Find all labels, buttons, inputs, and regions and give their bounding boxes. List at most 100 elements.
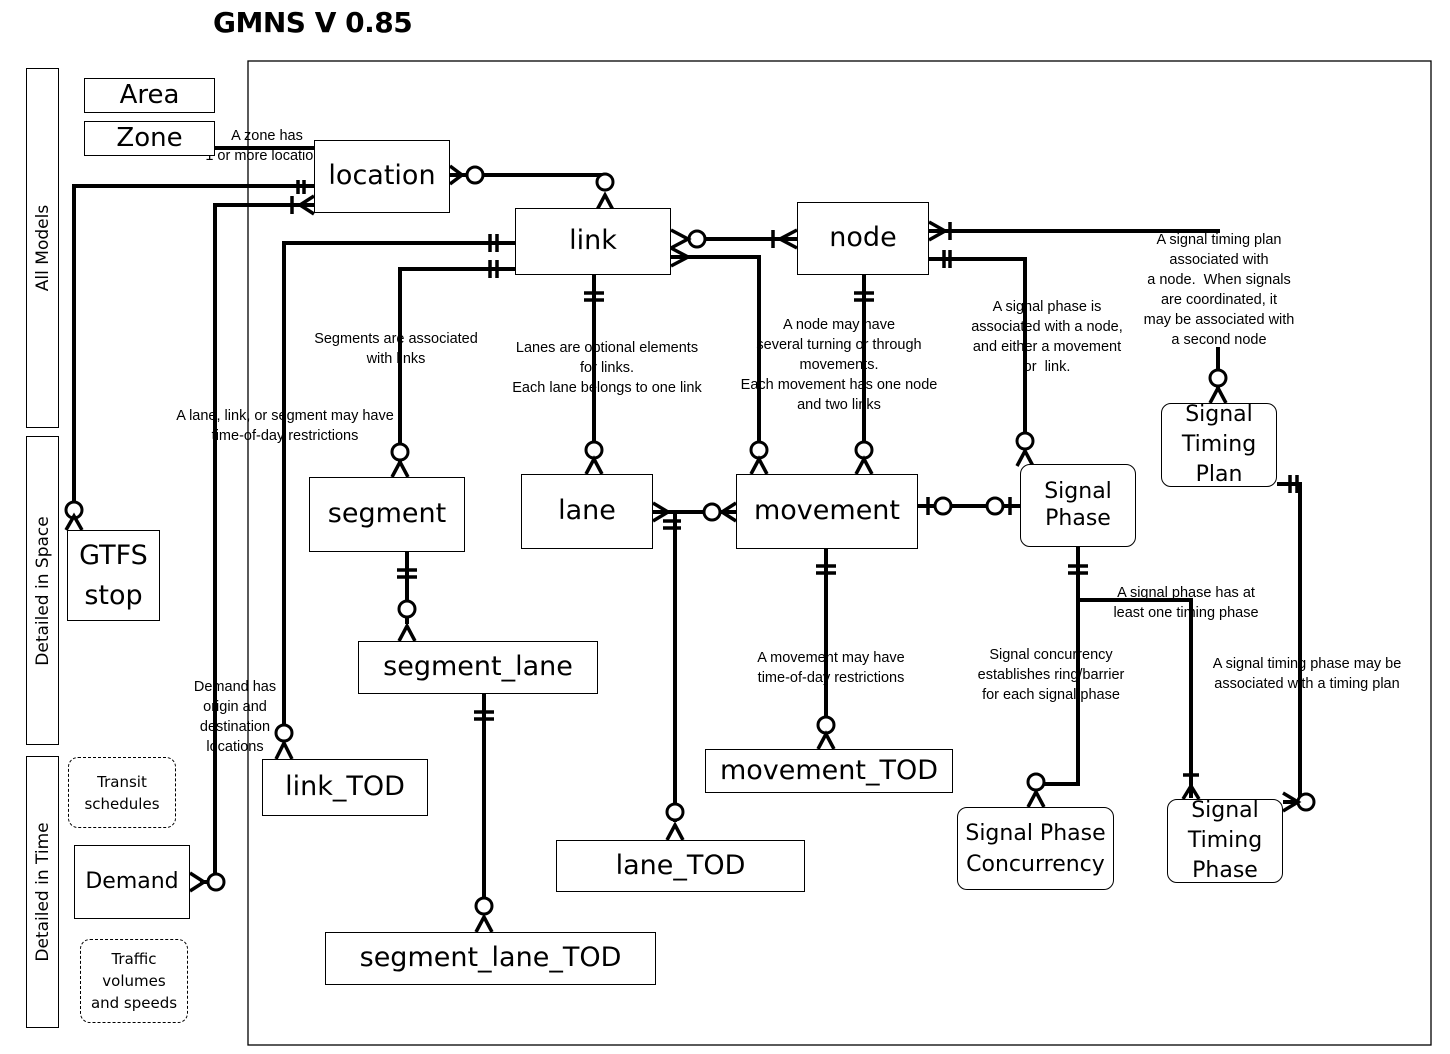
- band-detailed-in-time-label: Detailed in Time: [32, 822, 53, 962]
- line-signalphase-concurrency: [1036, 547, 1080, 786]
- mark-bar-link-left1: [488, 234, 499, 252]
- mark-crow-segmentlane-top: [397, 622, 417, 642]
- mark-bar-segment-bottom: [397, 568, 417, 579]
- main-diagram-frame: [247, 60, 1432, 1046]
- note-timing-plan-association: A signal timing plan associated with a n…: [1143, 232, 1295, 348]
- mark-bar-movement-bottom: [816, 564, 836, 575]
- mark-crow-timingplan-top: [1208, 384, 1228, 404]
- band-detailed-in-time: Detailed in Time: [26, 756, 59, 1028]
- mark-crow-gtfs-top: [64, 512, 84, 531]
- mark-crow-location-right: [448, 164, 465, 186]
- mark-crow-link-right: [670, 228, 692, 250]
- cardinality-marks: [64, 164, 1316, 933]
- mark-bar-timingplan-right: [1288, 475, 1299, 493]
- zero-mark-link-top: [595, 172, 615, 192]
- mark-crow-signalphase-top: [1015, 447, 1035, 467]
- entity-area: Area: [84, 78, 215, 113]
- zero-mark-segment-top: [390, 442, 410, 462]
- entity-signal-timing-plan: Signal Timing Plan: [1161, 402, 1277, 487]
- entity-movement: movement: [736, 474, 918, 549]
- mark-crow-movement-tl: [749, 455, 769, 475]
- zero-mark-segtod-top: [474, 896, 494, 916]
- line-link-segment: [398, 267, 515, 462]
- mark-crow-linktod-top: [274, 739, 294, 760]
- band-all-models-label: All Models: [32, 204, 53, 292]
- note-segments-links: Segments are associated with links: [314, 331, 478, 367]
- zero-mark-timingplan-top: [1208, 368, 1228, 388]
- note-demand-locations: Demand has origin and destination locati…: [193, 679, 277, 755]
- entity-location: location: [314, 140, 450, 213]
- zero-mark-segmentlane-top: [397, 599, 417, 619]
- mark-crow-movement-left: [718, 501, 737, 523]
- mark-crow-segtod-top: [474, 913, 494, 933]
- entity-signal-phase-concurrency: Signal Phase Concurrency: [957, 807, 1114, 890]
- zero-mark-signalphase-top: [1015, 431, 1035, 451]
- entity-segment-lane-tod: segment_lane_TOD: [325, 932, 656, 985]
- diagram-title: GMNS V 0.85: [213, 6, 413, 39]
- band-detailed-in-space: Detailed in Space: [26, 436, 59, 745]
- mark-crow-node-right: [928, 220, 949, 242]
- mark-bar-node-right: [942, 222, 952, 268]
- entity-lane-tod: lane_TOD: [556, 840, 805, 892]
- note-movement-tod: A movement may have time-of-day restrict…: [757, 650, 905, 686]
- line-link-movement: [671, 255, 761, 462]
- mark-crow-node-left: [776, 228, 798, 250]
- line-signalphase-timingphase: [1078, 598, 1193, 798]
- note-signal-phase-association: A signal phase is associated with a node…: [971, 299, 1123, 375]
- entity-transit-schedules: Transit schedules: [68, 757, 176, 828]
- note-timing-phase-plan: A signal timing phase may be associated …: [1212, 656, 1402, 692]
- zero-mark-movement-left: [702, 502, 722, 522]
- mark-crow-concurrency-top: [1026, 788, 1046, 808]
- line-link-linktod: [282, 241, 515, 740]
- zero-mark-lanetod-top: [665, 802, 685, 822]
- note-phase-timing: A signal phase has at least one timing p…: [1113, 585, 1259, 621]
- mark-bar-signalphase-bottom: [1068, 564, 1088, 575]
- note-node-movements: A node may have several turning or throu…: [740, 317, 938, 413]
- line-location-gtfs: [72, 184, 314, 515]
- line-node-signalphase-top: [929, 257, 1027, 450]
- entity-signal-timing-phase: Signal Timing Phase: [1167, 798, 1283, 883]
- entity-demand: Demand: [74, 845, 190, 919]
- mark-crow-movementtod-top: [816, 730, 836, 750]
- note-tod-restrictions: A lane, link, or segment may have time-o…: [176, 408, 394, 444]
- mark-bar-link-left2: [488, 260, 499, 278]
- mark-crow-link-top: [595, 191, 615, 211]
- mark-crow-lane-right: [652, 501, 672, 523]
- entity-segment-lane: segment_lane: [358, 641, 598, 694]
- mark-bar-lane-bottom: [663, 519, 681, 530]
- mark-crow-location-left: [296, 194, 315, 216]
- mark-crow-timingphase-top: [1181, 782, 1201, 800]
- zero-mark-concurrency-top: [1026, 772, 1046, 792]
- entity-signal-phase: Signal Phase: [1020, 464, 1136, 547]
- entity-traffic-volumes-and-speeds: Traffic volumes and speeds: [80, 939, 188, 1023]
- entity-link: link: [515, 208, 671, 275]
- mark-crow-link-right2: [670, 246, 692, 268]
- zero-mark-location-right: [465, 165, 485, 185]
- note-lanes-links: Lanes are optional elements for links. E…: [512, 340, 702, 396]
- mark-bar-node-bottom: [854, 291, 874, 302]
- note-concurrency: Signal concurrency establishes ring/barr…: [977, 647, 1125, 703]
- entity-movement-tod: movement_TOD: [705, 749, 953, 793]
- zero-mark-demand-right: [206, 872, 226, 892]
- entity-gtfs-stop: GTFS stop: [67, 530, 160, 621]
- zero-mark-movement-right: [933, 496, 953, 516]
- entity-lane: lane: [521, 474, 653, 549]
- band-detailed-in-space-label: Detailed in Space: [32, 515, 53, 666]
- mark-crow-timingphase-right: [1282, 791, 1302, 813]
- mark-bar-location-left: [296, 180, 306, 194]
- mark-crow-movement-tr: [854, 455, 874, 475]
- entity-link-tod: link_TOD: [262, 759, 428, 816]
- mark-crow-lanetod-top: [665, 821, 685, 841]
- entity-segment: segment: [309, 477, 465, 552]
- diagram-frames: [247, 60, 1432, 1046]
- band-all-models: All Models: [26, 68, 59, 428]
- mark-crow-segment-top: [390, 458, 410, 478]
- entity-zone: Zone: [84, 121, 215, 156]
- zero-mark-signalphase-left: [985, 496, 1005, 516]
- mark-crow-demand-right: [189, 871, 208, 893]
- mark-bar-link-bottom: [584, 291, 604, 302]
- entity-node: node: [797, 202, 929, 275]
- line-timingplan-timingphase: [1277, 482, 1302, 804]
- mark-bar-segmentlane-bottom: [474, 710, 494, 721]
